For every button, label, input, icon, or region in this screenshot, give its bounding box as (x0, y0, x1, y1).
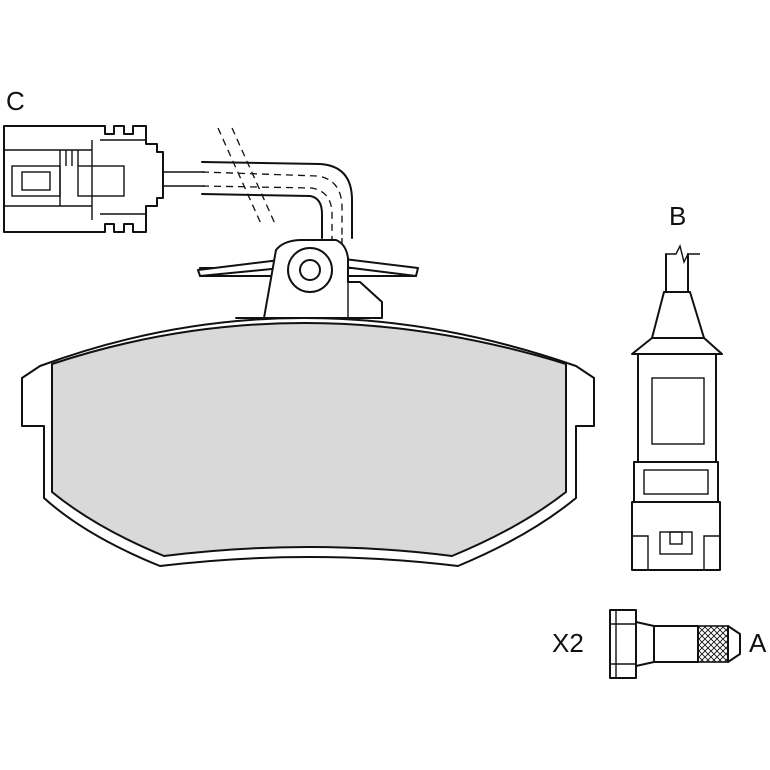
friction-material (51, 322, 567, 557)
bolt-a (609, 609, 741, 679)
brake-pad (21, 239, 595, 567)
label-c: C (6, 86, 25, 116)
connector-body (3, 125, 164, 233)
wear-sensor-b (631, 243, 723, 571)
label-a: A (749, 628, 767, 658)
label-b: B (669, 201, 686, 231)
label-x2: X2 (552, 628, 584, 658)
connector-c (3, 125, 164, 233)
